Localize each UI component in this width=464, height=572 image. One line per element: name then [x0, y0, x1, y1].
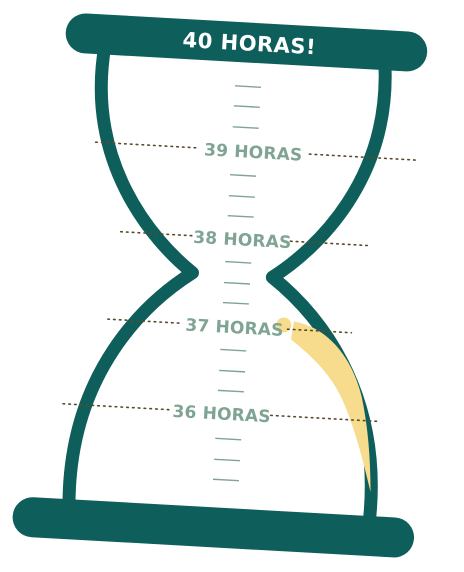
- sand-stream: [290, 321, 371, 493]
- hourglass-glass: [62, 38, 392, 535]
- tick-marks: [212, 85, 262, 482]
- hourglass-bottom-cap: [12, 497, 415, 558]
- dotted-level-lines: [62, 141, 416, 423]
- hourglass-top-cap: [65, 13, 428, 72]
